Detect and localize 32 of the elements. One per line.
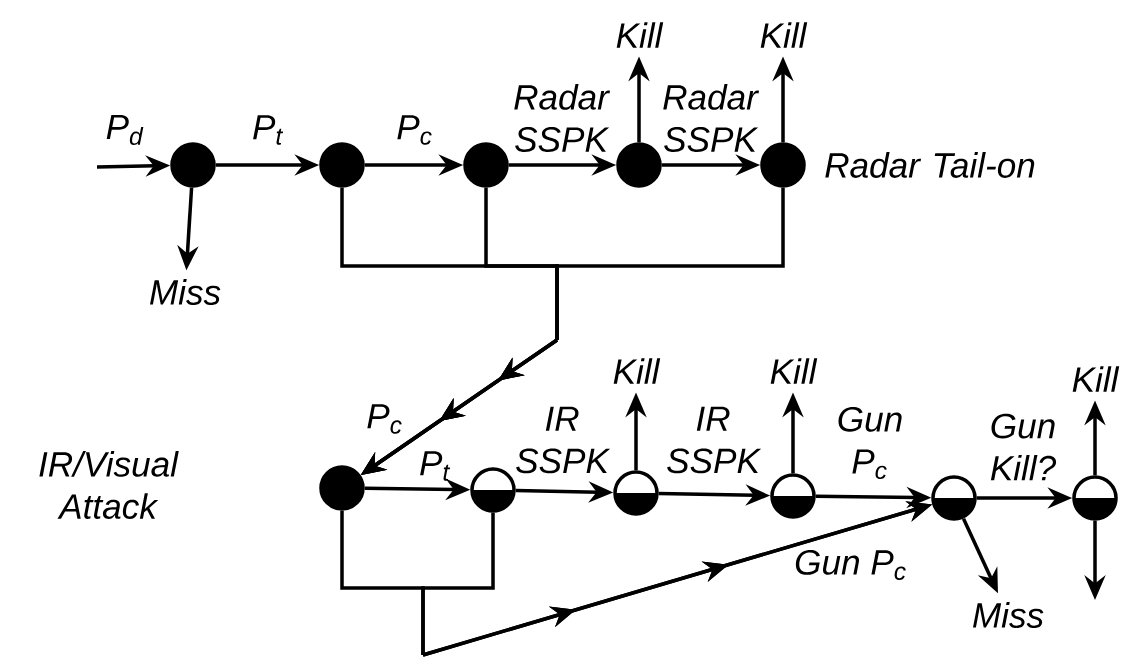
edge-label: Gun Kill?	[990, 413, 1057, 481]
outcome-text: Kill	[770, 358, 818, 384]
edge-label: Gun P$_{c}$	[795, 550, 906, 580]
state-circle	[170, 142, 216, 188]
phase-label: Radar Tail-on	[825, 152, 1035, 178]
state-circle	[319, 142, 365, 188]
state-circle	[931, 475, 977, 521]
edge-label: P$_{d}$	[106, 114, 144, 146]
phase-label: IR/Visual Attack	[39, 451, 179, 519]
state-circle	[1072, 475, 1118, 521]
edge-label: P$_{t}$	[420, 451, 451, 481]
state-circle	[463, 142, 509, 188]
edge-label: P$_{c}$	[397, 115, 432, 145]
state-circle	[770, 473, 816, 519]
outcome-text: Miss	[150, 279, 221, 305]
state-circle	[613, 470, 659, 516]
outcome-text: Miss	[973, 602, 1044, 628]
state-circle	[470, 467, 516, 513]
outcome-text: Kill	[613, 358, 661, 384]
edge-label: Gun P$_{c}$	[838, 406, 902, 480]
state-circle	[319, 465, 365, 511]
edge-label: P$_{t}$	[253, 115, 284, 145]
edge-label: Radar SSPK	[514, 84, 611, 152]
state-circle	[760, 142, 806, 188]
outcome-text: Kill	[1072, 366, 1120, 392]
edge-label: IR SSPK	[516, 406, 611, 474]
outcome-text: Kill	[616, 22, 664, 48]
edge-label: IR SSPK	[667, 406, 762, 474]
edge-label: Radar SSPK	[663, 84, 760, 152]
outcome-text: Kill	[760, 22, 808, 48]
state-circle	[616, 142, 662, 188]
edge-label: P$_{c}$	[367, 404, 402, 434]
